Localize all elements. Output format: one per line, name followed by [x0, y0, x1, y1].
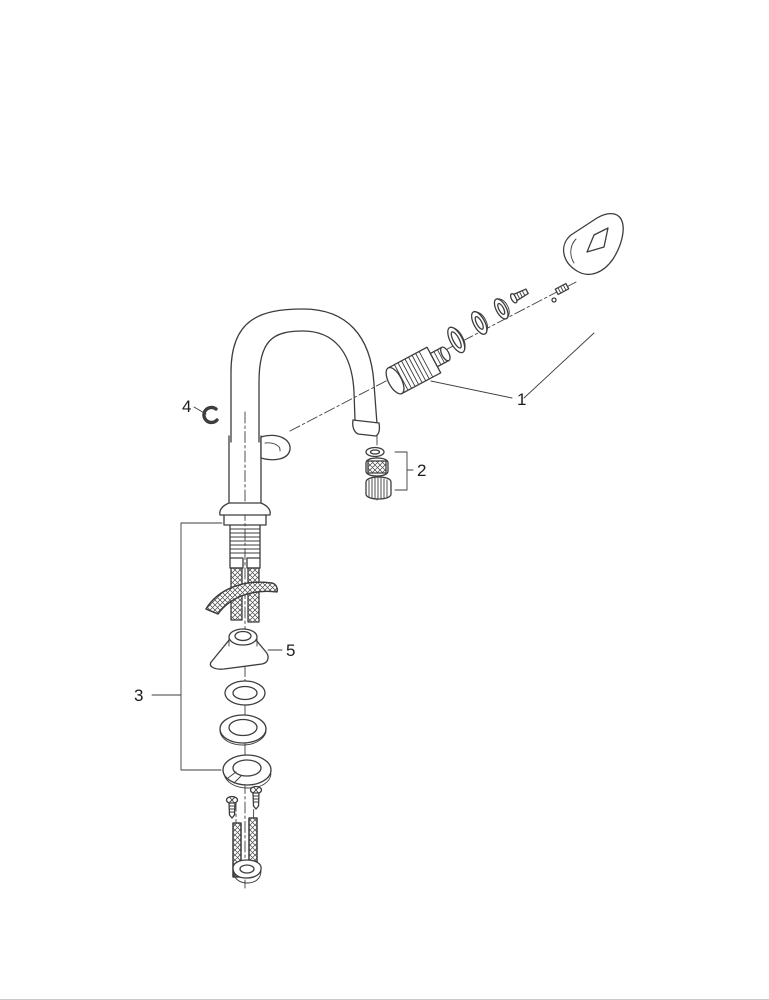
cartridge-screw	[509, 288, 529, 304]
callout-5: 5	[286, 641, 295, 660]
base-seal-ring	[222, 754, 272, 789]
spout-outlet	[352, 419, 381, 437]
cartridge	[385, 346, 451, 395]
supply-hoses	[205, 557, 278, 623]
dome-cap	[493, 298, 510, 320]
callout-4: 4	[182, 397, 191, 416]
steel-ball	[551, 297, 557, 303]
callout-1-leader	[430, 332, 595, 399]
o-ring-seal	[447, 326, 466, 354]
horseshoe-washer	[232, 859, 262, 884]
callout-2: 2	[417, 461, 426, 480]
callout-3-leader	[151, 522, 223, 771]
aerator-parts	[365, 446, 392, 500]
threaded-studs	[232, 817, 258, 878]
aerator-o-ring	[365, 446, 385, 458]
mounting-wedge-bracket	[209, 628, 269, 670]
cap-ring	[470, 310, 489, 335]
set-screw	[554, 282, 570, 296]
o-ring-washer	[224, 680, 266, 706]
handle-base-stub	[260, 434, 291, 461]
fixing-screw-left	[225, 795, 239, 819]
base-washer	[219, 714, 267, 746]
lever-handle	[563, 212, 624, 275]
faucet-spout-body	[228, 308, 381, 504]
fixing-screw-right	[249, 785, 263, 810]
retaining-clip	[202, 405, 219, 425]
callout-3: 3	[134, 686, 143, 705]
base-flange-and-shank	[219, 502, 271, 559]
callout-2-leader	[394, 451, 414, 491]
callout-1: 1	[517, 390, 526, 409]
